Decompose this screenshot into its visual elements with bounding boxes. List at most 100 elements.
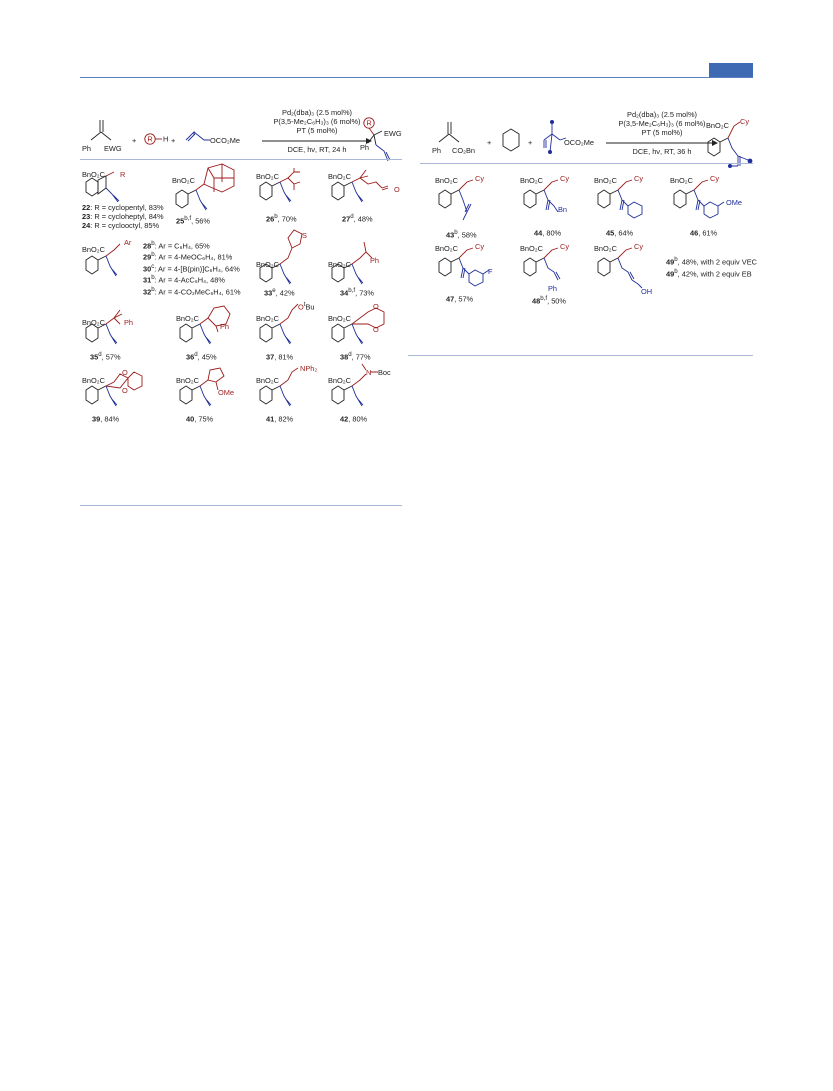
r-plus-2: + — [528, 138, 533, 147]
cmpd26-bno2c: BnO₂C — [256, 172, 279, 181]
cmpd35-bno2c: BnO₂C — [82, 318, 105, 327]
right-scheme-top-rule — [420, 163, 753, 164]
cmpd44-cy: Cy — [560, 174, 570, 183]
cmpd25-label: 25b,f, 56% — [176, 215, 210, 226]
group1-list: 22: R = cyclopentyl, 83% 23: R = cyclohe… — [82, 203, 164, 230]
cmpd40-structure — [179, 367, 225, 407]
cmpd44-structure — [523, 179, 559, 213]
header-tab — [709, 63, 753, 77]
cmpd46-bno2c: BnO₂C — [670, 176, 693, 185]
right-cond-line2: P(3,5-Me₂C₆H₃)₃ (6 mol%) — [618, 119, 706, 129]
cmpd42-label: 42, 80% — [340, 414, 368, 424]
cmpd48-ph: Ph — [548, 284, 558, 293]
cmpd41-nph2: NPh₂ — [300, 364, 318, 373]
cmpd38-o1: O — [373, 302, 379, 311]
right-scheme-bottom-rule — [408, 355, 753, 356]
group2-ar: Ar — [124, 238, 132, 247]
rh-structure: R H — [144, 133, 168, 145]
cmpd49-bno2c: BnO₂C — [594, 244, 617, 253]
cmpd38-bno2c: BnO₂C — [328, 314, 351, 323]
right-conditions: Pd₂(dba)₃ (2.5 mol%) P(3,5-Me₂C₆H₃)₃ (6 … — [606, 110, 718, 138]
cmpd46-cy: Cy — [710, 174, 720, 183]
cmpd27-structure — [331, 169, 389, 203]
r-plus-1: + — [487, 138, 492, 147]
cmpd47-f: F — [488, 267, 493, 276]
cmpd36-bno2c: BnO₂C — [176, 314, 199, 323]
group2-header: BnO₂C — [82, 245, 105, 254]
cmpd26-structure — [259, 168, 301, 203]
cmpd44-bno2c: BnO₂C — [520, 176, 543, 185]
cmpd48-label: 48b,f, 50% — [532, 295, 566, 306]
cmpd46-structure — [673, 179, 725, 219]
cmpd39-bno2c: BnO₂C — [82, 376, 105, 385]
cmpd49-note-eb: 49b, 42%, with 2 equiv EB — [666, 268, 752, 279]
cmpd40-label: 40, 75% — [186, 414, 214, 424]
cmpd42-boc: Boc — [378, 368, 391, 377]
allyl-carbonate-label: OCO₂Me — [210, 136, 240, 145]
left-reaction-arrow — [262, 138, 372, 144]
cmpd38-structure — [331, 307, 385, 345]
cmpd45-bno2c: BnO₂C — [594, 176, 617, 185]
group2-item-29: 29b: Ar = 4-MeOC₆H₄, 81% — [143, 251, 233, 262]
cmpd48-bno2c: BnO₂C — [520, 244, 543, 253]
cmpd39-o1: O — [122, 368, 128, 377]
r-carbonate-label: OCO₂Me — [564, 138, 594, 147]
header-rule — [80, 77, 753, 78]
cmpd25-bno2c: BnO₂C — [172, 176, 195, 185]
reactant-ph-label: Ph — [82, 144, 92, 153]
cmpd41-bno2c: BnO₂C — [256, 376, 279, 385]
cmpd38-label: 38d, 77% — [340, 351, 371, 362]
left-cond-line2: P(3,5-Me₂C₆H₃)₃ (6 mol%) — [273, 117, 361, 127]
cmpd45-label: 45, 64% — [606, 228, 634, 238]
r-product-bno2c: BnO₂C — [706, 121, 729, 130]
right-reaction-arrow — [606, 140, 718, 146]
cmpd36-structure — [179, 305, 231, 345]
product-ewg-label: EWG — [384, 129, 402, 138]
cmpd27-o: O — [394, 185, 400, 194]
diene-carbonate-structure — [543, 120, 567, 154]
cmpd41-label: 41, 82% — [266, 414, 294, 424]
plus-sign-2: + — [171, 136, 176, 145]
right-cond-line4: DCE, hν, RT, 36 h — [632, 147, 692, 156]
left-product-structure: R — [363, 117, 391, 162]
cmpd49-cy: Cy — [634, 242, 644, 251]
cmpd48-cy: Cy — [560, 242, 570, 251]
cmpd43-cy: Cy — [475, 174, 485, 183]
cmpd33-label: 33e, 42% — [264, 287, 295, 298]
group1-r: R — [120, 170, 126, 179]
cmpd47-structure — [438, 247, 490, 287]
left-scheme-top-rule — [80, 159, 402, 160]
cmpd42-structure — [331, 363, 378, 407]
group1-item-23: 23: R = cycloheptyl, 84% — [82, 212, 164, 221]
group2-item-32: 32b: Ar = 4-CO₂MeC₆H₄, 61% — [143, 285, 241, 297]
cyclohexane-structure — [502, 128, 520, 152]
rh-r-text: R — [147, 135, 152, 144]
group1-header: BnO₂C — [82, 170, 105, 179]
cmpd45-structure — [597, 179, 643, 219]
r-reactant-ester: CO₂Bn — [452, 146, 475, 155]
cmpd41-structure — [259, 367, 299, 407]
acrylate-structure — [90, 120, 112, 141]
cmpd44-label: 44, 80% — [534, 228, 562, 238]
cmpd47-bno2c: BnO₂C — [435, 244, 458, 253]
rh-h-text: H — [163, 135, 168, 144]
allyl-carbonate-structure — [185, 130, 210, 142]
group2-item-28: 28b: Ar = C₆H₄, 65% — [143, 240, 210, 251]
left-cond-line4: DCE, hν, RT, 24 h — [287, 145, 347, 154]
cmpd43-bno2c: BnO₂C — [435, 176, 458, 185]
group2-item-30: 30c: Ar = 4-[B(pin)]C₆H₄, 64% — [143, 262, 240, 274]
benzyl-acrylate-structure — [438, 122, 460, 143]
plus-sign: + — [132, 136, 137, 145]
cmpd26-label: 26b, 70% — [266, 213, 297, 224]
cmpd37-label: 37, 81% — [266, 352, 294, 362]
cmpd33-s: S — [302, 231, 307, 240]
cmpd46-label: 46, 61% — [690, 228, 718, 238]
cmpd47-label: 47, 57% — [446, 294, 474, 304]
cmpd35-structure — [85, 309, 123, 345]
cmpd37-bno2c: BnO₂C — [256, 314, 279, 323]
group2-structure — [85, 243, 121, 277]
left-cond-line1: Pd₂(dba)₃ (2.5 mol%) — [282, 108, 352, 117]
cmpd40-ome: OMe — [218, 388, 235, 397]
cmpd37-structure — [259, 303, 299, 345]
left-scheme-bottom-rule — [80, 505, 402, 506]
